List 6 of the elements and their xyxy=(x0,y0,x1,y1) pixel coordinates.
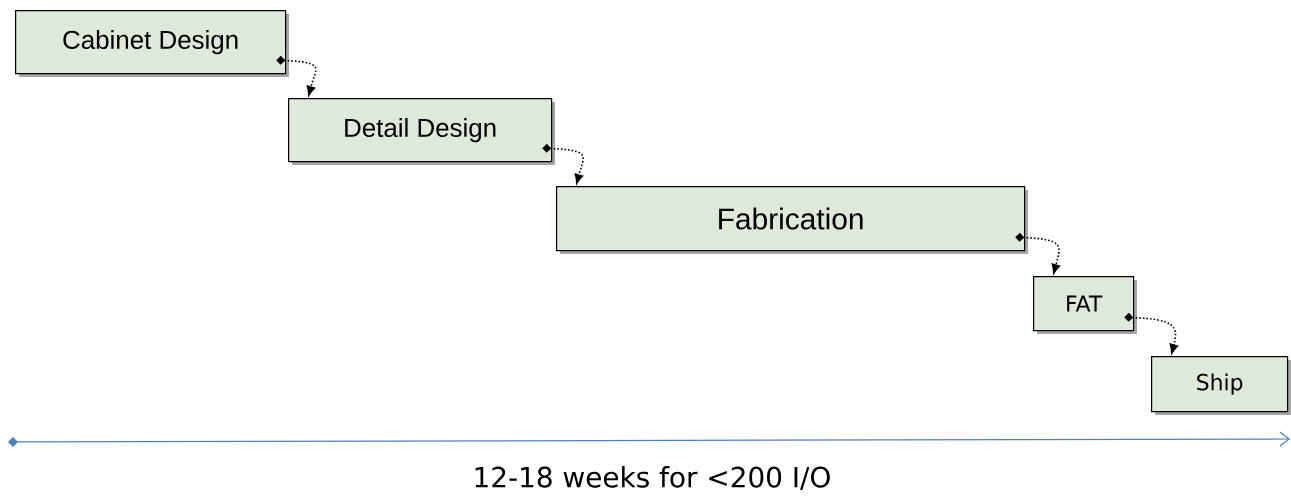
task-box: Ship xyxy=(1151,356,1291,415)
task-box: Detail Design xyxy=(288,98,555,165)
task-box: Fabrication xyxy=(556,186,1028,254)
task-box: Cabinet Design xyxy=(15,10,289,77)
task-box: FAT xyxy=(1033,276,1137,334)
timeline-label: 12-18 weeks for <200 I/O xyxy=(475,466,830,490)
